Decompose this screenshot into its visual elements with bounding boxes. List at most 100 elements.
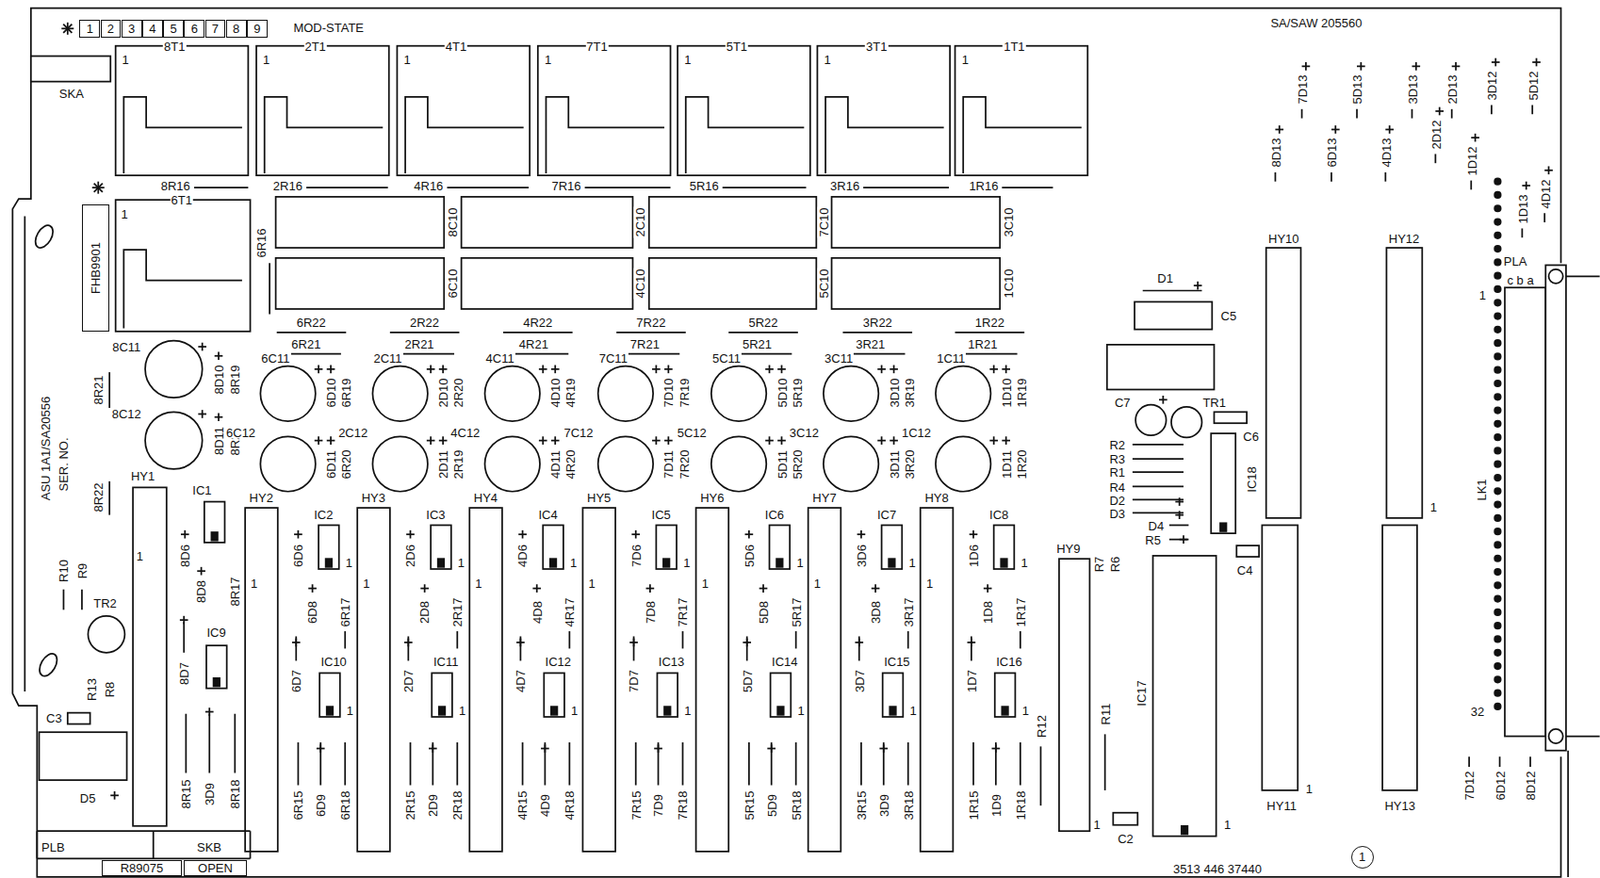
pin1-notch (1181, 826, 1188, 835)
transistor-symbol (1171, 407, 1202, 438)
component-label: 4R19 (564, 376, 577, 409)
mod-state-box: 6 (183, 19, 205, 38)
option-box: OPEN (183, 860, 247, 877)
component-label: 7R16 (550, 179, 582, 193)
connector-pin (1494, 434, 1501, 441)
component-label: 8D12 (1524, 769, 1537, 801)
polarity-mark (1005, 365, 1008, 375)
component-label: HY3 (360, 491, 387, 505)
connector-pin (1494, 595, 1501, 602)
connector-pin (1494, 447, 1501, 454)
component-label: HY4 (473, 491, 499, 505)
box-text: R89075 (120, 862, 164, 875)
polarity-mark (1438, 107, 1441, 116)
capacitor-outline (1112, 813, 1138, 826)
diode-symbol (1543, 212, 1546, 223)
component-label: 1 (570, 703, 579, 717)
component-label: IC5 (651, 507, 672, 521)
component-label: 2D13 (1445, 74, 1458, 106)
connector-pin (1494, 205, 1501, 212)
component-label: 8D10 (212, 363, 225, 395)
component-label: 4C11 (485, 352, 516, 365)
component-label: 1 (119, 208, 129, 221)
component-label: R4 (1108, 480, 1127, 493)
component-label: 8R19 (228, 363, 242, 395)
diode-symbol (633, 636, 636, 661)
component-label: 6R21 (290, 337, 322, 350)
component-label: PLB (40, 840, 66, 853)
component-label: 4R15 (516, 790, 529, 822)
component-label: IC8 (988, 507, 1010, 521)
component-label: R1 (1108, 466, 1127, 479)
component-label: 7D7 (627, 669, 640, 694)
component-label: 4D7 (514, 669, 527, 694)
connector-pin (1494, 380, 1501, 387)
pin1-notch (438, 558, 444, 568)
diode-symbol (1531, 104, 1534, 115)
diode-symbol (858, 636, 861, 661)
pin1-notch (664, 706, 670, 716)
capacitor-symbol (145, 411, 203, 470)
component-label: 7R22 (635, 316, 667, 329)
diode-symbol (431, 742, 434, 785)
component-label: IC4 (537, 507, 558, 521)
resistor-symbol (907, 631, 910, 649)
component-label: 4D12 (1538, 178, 1552, 210)
polarity-mark (311, 584, 314, 593)
polarity-mark (536, 584, 539, 593)
connector-outline (249, 831, 252, 859)
component-label: 2D7 (402, 669, 415, 694)
component-label: 1R22 (974, 316, 1006, 329)
component-label: 6D6 (292, 543, 305, 569)
polarity-mark (1196, 281, 1199, 291)
connector-body (1504, 287, 1546, 736)
resistor-symbol (108, 481, 111, 516)
polarity-mark (329, 365, 332, 375)
component-label: 1 (1429, 501, 1438, 514)
component-label: 1 (961, 52, 970, 66)
component-label: 7R19 (677, 376, 690, 409)
component-label: R11 (1098, 702, 1111, 727)
polarity-mark (217, 412, 220, 422)
transformer-core (405, 97, 524, 174)
component-label: R3 (1108, 453, 1127, 466)
component-label: HY10 (1267, 232, 1301, 245)
connector-pin (1494, 501, 1501, 507)
component-label: 3R16 (829, 179, 861, 193)
polarity-mark (748, 530, 751, 539)
transformer-core (123, 249, 243, 328)
component-label: 2D6 (404, 543, 417, 569)
ic-outline (995, 672, 1016, 718)
polarity-mark (1334, 125, 1337, 134)
resistor-symbol (795, 742, 798, 785)
mod-state-box: 9 (246, 19, 268, 38)
hybrid-outline (244, 507, 278, 852)
ic-outline (1153, 555, 1217, 837)
component-label: 7T1 (585, 39, 608, 52)
capacitor-symbol (372, 436, 427, 491)
component-label: 6C11 (260, 352, 291, 365)
connector-pin (1494, 474, 1501, 481)
resistor-symbol (1132, 457, 1184, 460)
polarity-mark (1278, 125, 1281, 134)
pin1-notch (1220, 522, 1226, 532)
capacitor-outline (649, 258, 817, 310)
capacitor-symbol (485, 366, 540, 422)
polarity-mark (114, 791, 116, 800)
capacitor-outline (649, 196, 817, 248)
component-label: 3R19 (902, 376, 915, 409)
component-label: 2R16 (272, 179, 304, 193)
polarity-mark (319, 744, 322, 753)
mod-state-box: 2 (100, 19, 122, 38)
component-label: 6R19 (340, 376, 353, 409)
component-label: 32 (1469, 704, 1486, 718)
box-text: 7 (212, 22, 219, 35)
component-label: 8D6 (179, 543, 192, 569)
connector-pin (1494, 259, 1501, 265)
box-text: FHB9901 (89, 242, 102, 294)
resistor-symbol (63, 589, 66, 611)
connector-outline (36, 830, 250, 833)
component-label: TR1 (1201, 395, 1227, 409)
component-label: 2R19 (452, 448, 465, 480)
component-label: 8R21 (91, 374, 104, 406)
